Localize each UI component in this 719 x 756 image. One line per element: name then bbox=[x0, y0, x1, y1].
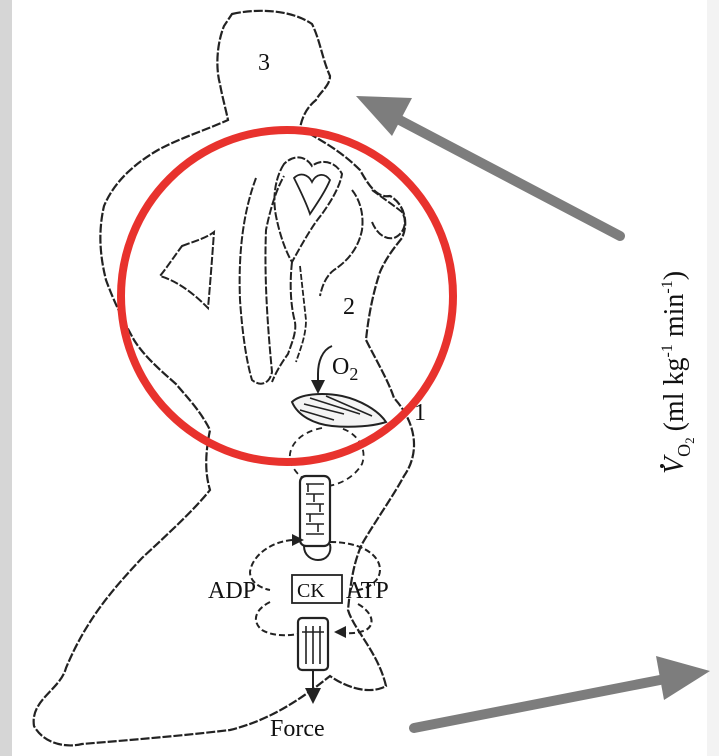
page-frame-right bbox=[707, 0, 719, 756]
vo2-units-mid: min bbox=[659, 294, 690, 345]
adp-cycle-lower bbox=[256, 602, 298, 635]
back-arm bbox=[160, 232, 214, 308]
label-adp: ADP bbox=[208, 578, 256, 604]
oxygen-arrowhead bbox=[311, 380, 325, 394]
vo2-axis-label: VO2(ml kg-1 min-1) bbox=[659, 271, 697, 474]
label-region-2: 2 bbox=[343, 294, 355, 320]
label-force: Force bbox=[270, 716, 325, 742]
muscle-icon bbox=[292, 394, 386, 427]
page-frame-left bbox=[0, 0, 12, 756]
blood-vessel bbox=[272, 262, 295, 382]
vo2-subscript-num: 2 bbox=[682, 437, 697, 444]
label-region-1: 1 bbox=[414, 400, 426, 426]
label-atp: ATP bbox=[346, 578, 389, 604]
arrow-to-right bbox=[414, 656, 710, 728]
vo2-subscript: O bbox=[674, 444, 694, 457]
label-oxygen: O2 bbox=[332, 354, 358, 384]
oxygen-symbol: O bbox=[332, 354, 349, 380]
vo2-units-open: (ml kg bbox=[659, 358, 690, 432]
vo2-dot bbox=[660, 464, 664, 468]
adp-cycle-upper bbox=[250, 540, 292, 590]
atp-arrowhead bbox=[334, 626, 346, 638]
myofibril-lines bbox=[302, 626, 324, 664]
oxygen-subscript: 2 bbox=[349, 364, 358, 384]
trunk-loop bbox=[240, 176, 284, 384]
vo2-label-text: VO2(ml kg-1 min-1) bbox=[659, 271, 697, 474]
label-region-3: 3 bbox=[258, 50, 270, 76]
blood-vessel-return bbox=[296, 266, 306, 362]
force-arrowhead bbox=[305, 688, 321, 704]
vo2-units-exp2: -1 bbox=[659, 280, 676, 293]
vo2-units-exp1: -1 bbox=[659, 344, 676, 357]
oxygen-arrow bbox=[318, 346, 332, 384]
heart-inner bbox=[294, 175, 330, 214]
highlight-circle bbox=[121, 130, 453, 462]
label-ck: CK bbox=[297, 580, 325, 602]
front-arm bbox=[320, 190, 363, 296]
vo2-units-close: ) bbox=[659, 271, 690, 280]
mitochondrion-icon bbox=[300, 476, 330, 546]
